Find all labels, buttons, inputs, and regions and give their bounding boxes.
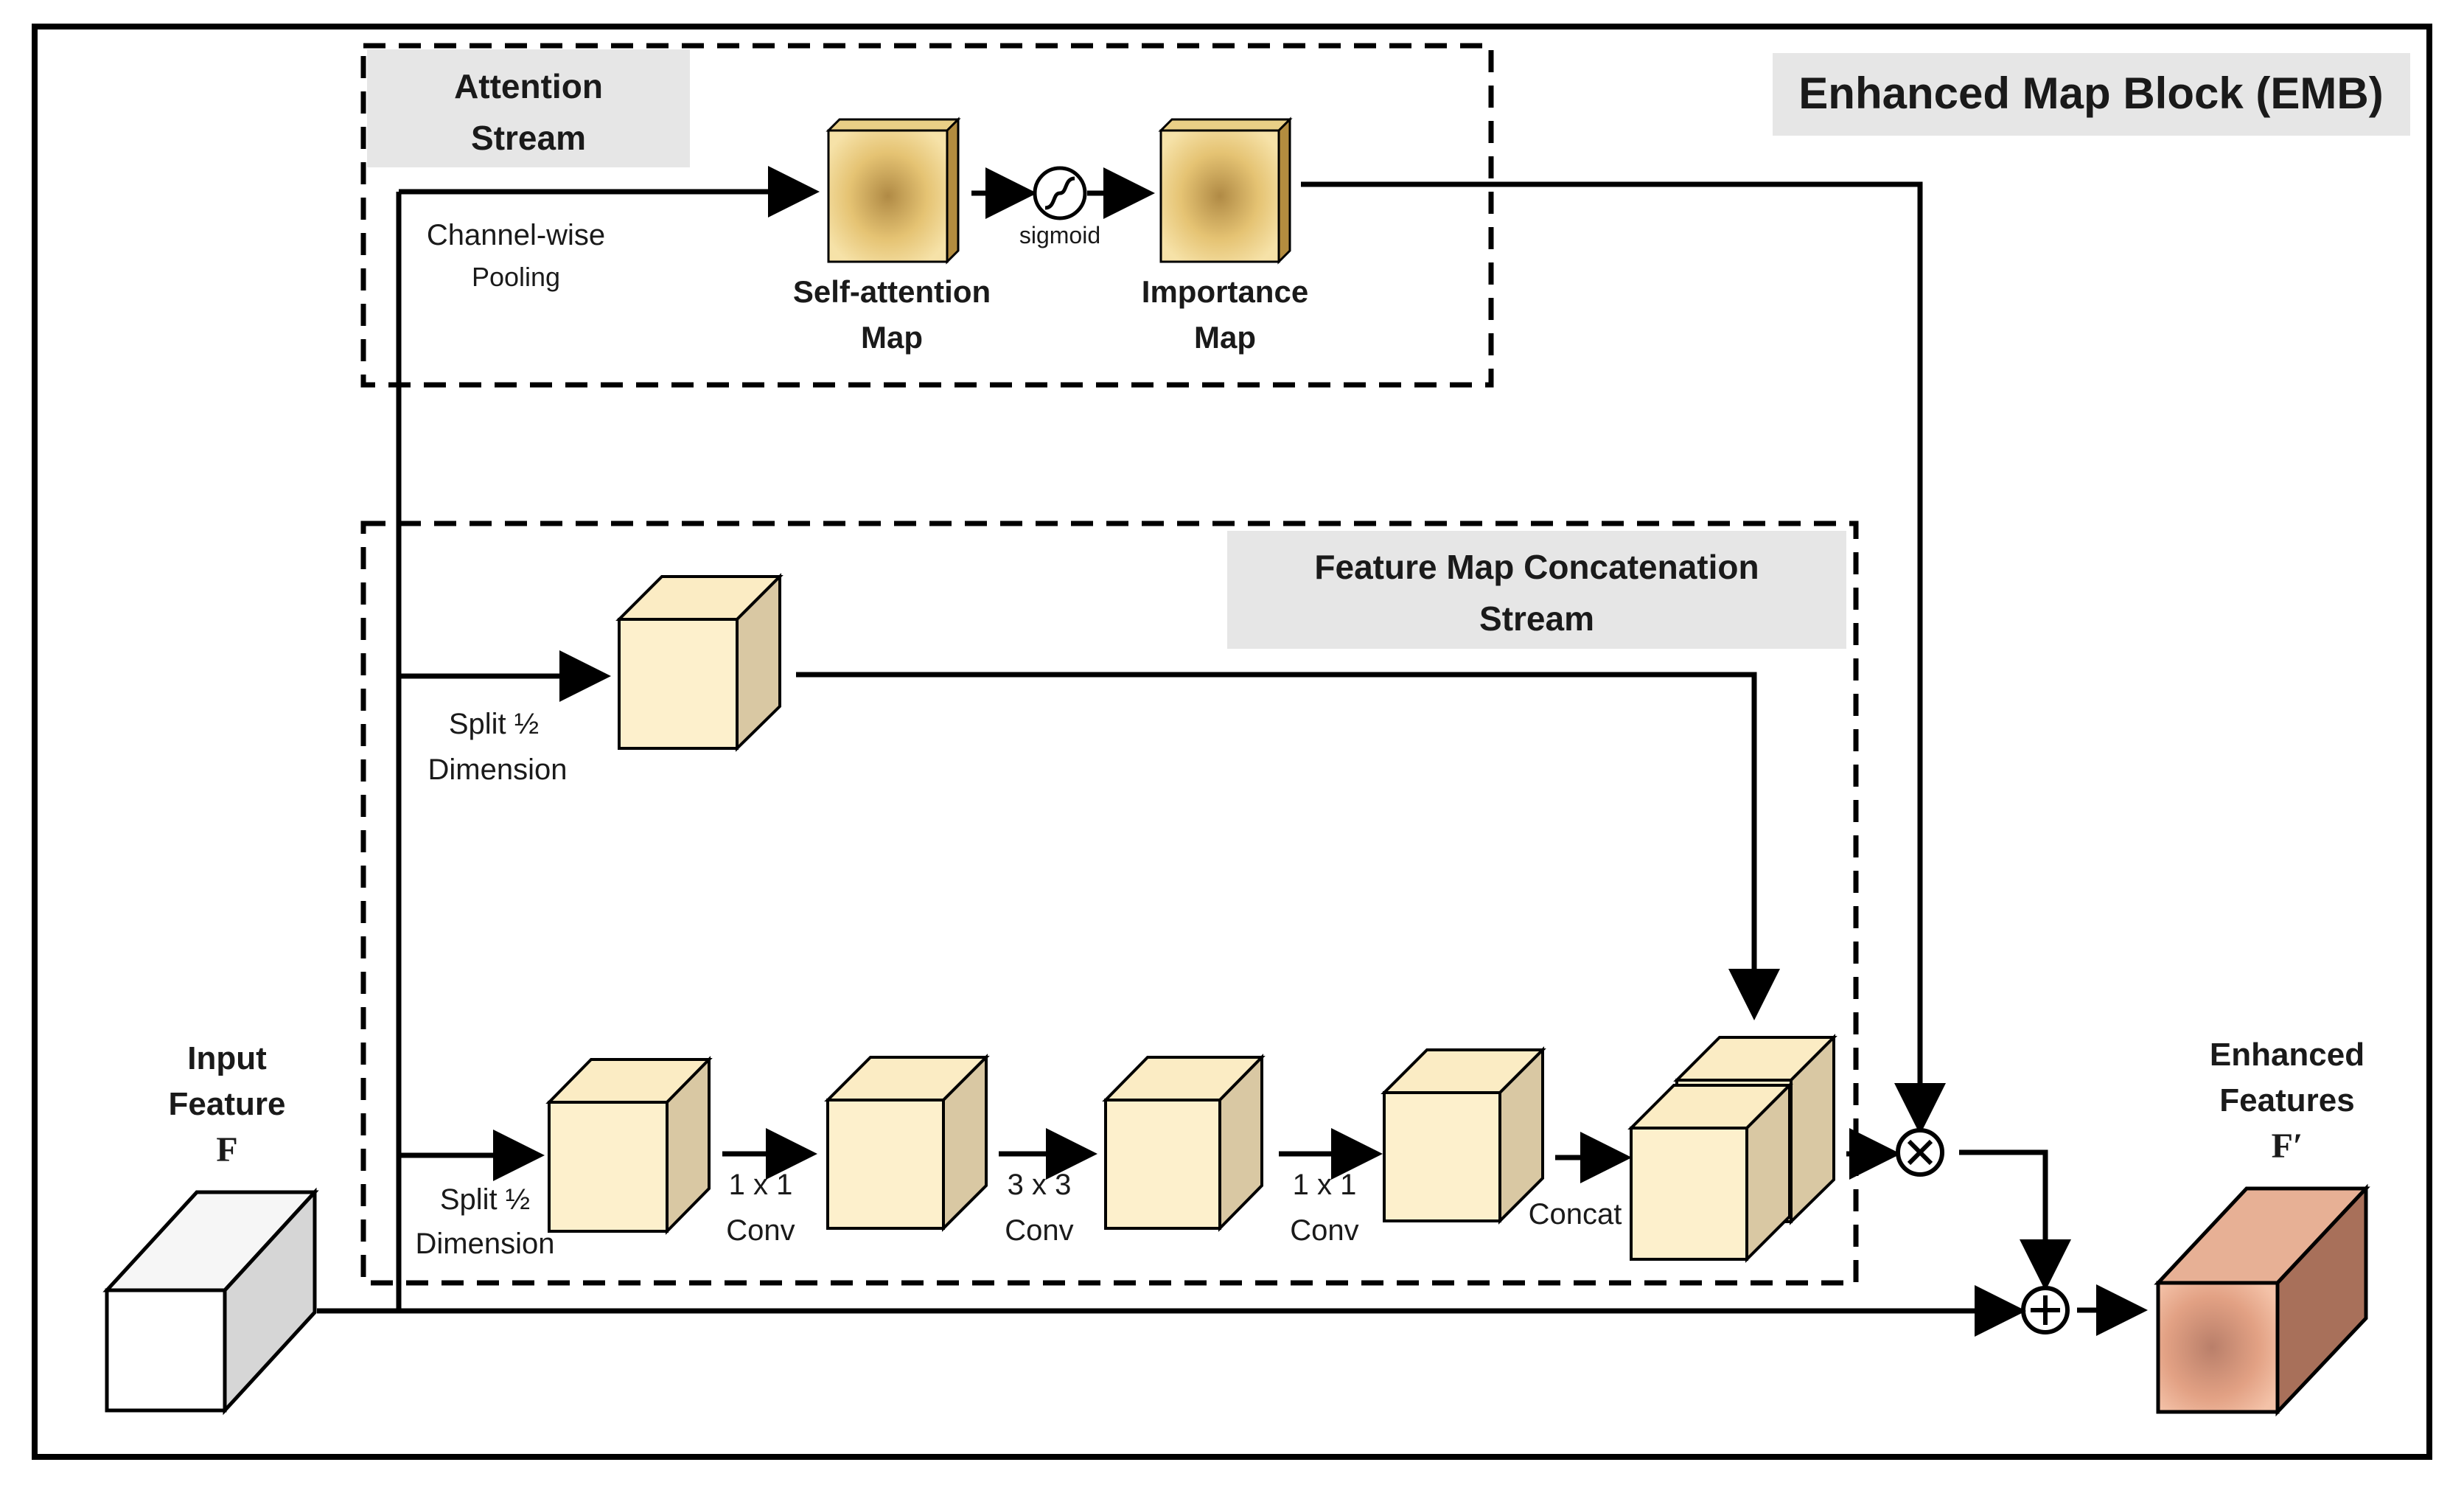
split-top-label-line1: Split ½ bbox=[449, 708, 539, 740]
input-symbol: F bbox=[216, 1130, 237, 1169]
outer-frame bbox=[32, 24, 2432, 1460]
conv-cube-3 bbox=[1102, 1054, 1266, 1232]
diagram-title: Enhanced Map Block (EMB) bbox=[1798, 69, 2383, 118]
add-icon bbox=[2021, 1286, 2070, 1334]
concat-label: Concat bbox=[1529, 1198, 1622, 1231]
output-label-line2: Features bbox=[2219, 1082, 2354, 1118]
output-label-line1: Enhanced bbox=[2210, 1037, 2364, 1073]
importance-label-line2: Map bbox=[1194, 320, 1256, 355]
multiply-icon bbox=[1896, 1128, 1944, 1177]
concat-title-line1: Feature Map Concatenation bbox=[1314, 548, 1759, 586]
attention-title-line1: Attention bbox=[454, 67, 603, 105]
conv1-label-line2: Conv bbox=[726, 1214, 795, 1247]
conv2-label-line1: 3 x 3 bbox=[1008, 1169, 1072, 1201]
conv2-label-line2: Conv bbox=[1005, 1214, 1073, 1247]
multiply-to-add-line bbox=[1959, 1149, 2071, 1291]
concat-title-bg bbox=[1227, 531, 1846, 649]
attention-title-line2: Stream bbox=[471, 119, 586, 157]
conv-cube-4 bbox=[1381, 1046, 1546, 1225]
attention-title-bg bbox=[367, 49, 690, 167]
split-bottom-label-line1: Split ½ bbox=[440, 1183, 530, 1216]
concat-stream-box bbox=[360, 521, 1859, 1286]
sigmoid-label: sigmoid bbox=[1019, 222, 1100, 248]
output-symbol: F′ bbox=[2272, 1127, 2303, 1166]
importance-map bbox=[1158, 116, 1293, 265]
input-label-line2: Feature bbox=[169, 1086, 286, 1122]
conv-cube-2 bbox=[824, 1054, 990, 1232]
conv3-label-line2: Conv bbox=[1290, 1214, 1358, 1247]
pooling-label-line2: Pooling bbox=[472, 262, 560, 292]
concat-title-line2: Stream bbox=[1479, 599, 1594, 638]
input-label-line1: Input bbox=[187, 1040, 267, 1076]
conv-cube-1 bbox=[545, 1056, 713, 1235]
sigmoid-icon bbox=[1033, 166, 1087, 220]
self-attention-map bbox=[826, 116, 961, 265]
title-background bbox=[1773, 53, 2410, 136]
self-attention-label-line1: Self-attention bbox=[793, 274, 991, 309]
conv3-label-line1: 1 x 1 bbox=[1293, 1169, 1357, 1201]
split-top-cube bbox=[615, 573, 783, 752]
split-bottom-label-line2: Dimension bbox=[416, 1228, 555, 1260]
split-top-label-line2: Dimension bbox=[428, 754, 568, 786]
importance-to-multiply-line bbox=[1301, 181, 1946, 1135]
pooling-label-line1: Channel-wise bbox=[427, 219, 605, 251]
enhanced-feature-cube bbox=[2154, 1183, 2370, 1417]
importance-label-line1: Importance bbox=[1142, 274, 1308, 309]
self-attention-label-line2: Map bbox=[861, 320, 923, 355]
concat-cube bbox=[1627, 1034, 1837, 1263]
top-cube-to-concat-line bbox=[796, 672, 1780, 1020]
input-feature-cube bbox=[102, 1187, 319, 1416]
conv1-label-line1: 1 x 1 bbox=[729, 1169, 793, 1201]
attention-stream-box bbox=[360, 43, 1494, 388]
